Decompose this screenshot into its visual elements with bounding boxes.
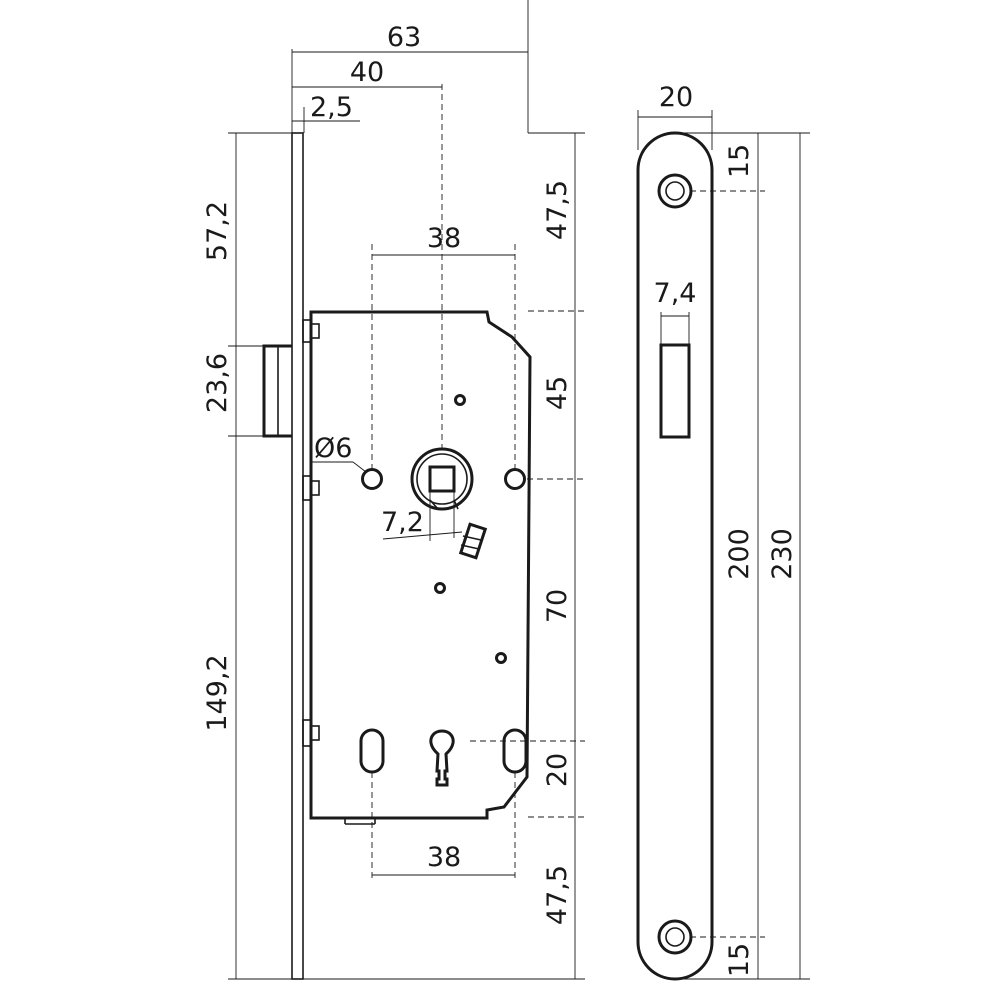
dim-spindle-square: 7,2 bbox=[381, 507, 424, 538]
spindle-square bbox=[428, 465, 456, 493]
dim-offset-top: 57,2 bbox=[202, 201, 233, 261]
faceplate bbox=[291, 132, 304, 980]
dim-faceplate-thickness: 2,5 bbox=[310, 92, 353, 123]
strike-plate bbox=[636, 131, 714, 981]
handle-hole-left bbox=[361, 468, 383, 490]
dim-top-to-case: 47,5 bbox=[542, 180, 573, 240]
small-hole-3 bbox=[495, 652, 507, 664]
dim-cylinder-to-case: 20 bbox=[542, 753, 573, 787]
dim-strike-width: 20 bbox=[659, 82, 693, 113]
handle-hole-right bbox=[504, 468, 526, 490]
strike-screw-bottom bbox=[657, 919, 693, 955]
cylinder-keyhole bbox=[429, 729, 455, 787]
dim-spindle-to-cylinder: 70 bbox=[542, 589, 573, 623]
dim-width-total: 63 bbox=[387, 22, 421, 53]
dim-strike-length: 230 bbox=[767, 528, 798, 580]
dim-hole-spacing-bottom: 38 bbox=[427, 842, 461, 873]
dim-strike-screw-top: 15 bbox=[724, 144, 755, 178]
mortise-lock bbox=[262, 132, 532, 980]
strike-plate-outline bbox=[636, 131, 714, 981]
oval-slot-left bbox=[359, 728, 385, 774]
dim-hole-diameter: Ø6 bbox=[314, 433, 352, 464]
strike-screw-top bbox=[657, 173, 693, 209]
dim-hole-spacing-top: 38 bbox=[427, 223, 461, 254]
dim-strike-screw-bottom: 15 bbox=[724, 943, 755, 977]
spindle-follower bbox=[410, 447, 474, 511]
lock-case bbox=[309, 310, 532, 820]
dim-offset-bottom: 149,2 bbox=[202, 654, 233, 731]
mortise-dimensions: 63 40 2,5 57,2 23,6 149,2 47,5 45 70 20 … bbox=[202, 0, 585, 980]
dim-strike-slot-width: 7,4 bbox=[654, 278, 697, 309]
dim-case-to-bottom: 47,5 bbox=[542, 865, 573, 925]
small-hole-1 bbox=[454, 394, 466, 406]
dim-case-to-spindle: 45 bbox=[542, 376, 573, 410]
small-hole-2 bbox=[434, 582, 446, 594]
dim-backset: 40 bbox=[350, 57, 384, 88]
switch-slots bbox=[458, 522, 488, 560]
strike-latch-slot bbox=[659, 343, 691, 439]
strike-dimensions: 20 7,4 15 200 15 230 bbox=[637, 82, 810, 980]
dim-strike-screw-spacing: 200 bbox=[724, 528, 755, 580]
dim-latch-height: 23,6 bbox=[202, 353, 233, 413]
oval-slot-right bbox=[502, 728, 528, 774]
